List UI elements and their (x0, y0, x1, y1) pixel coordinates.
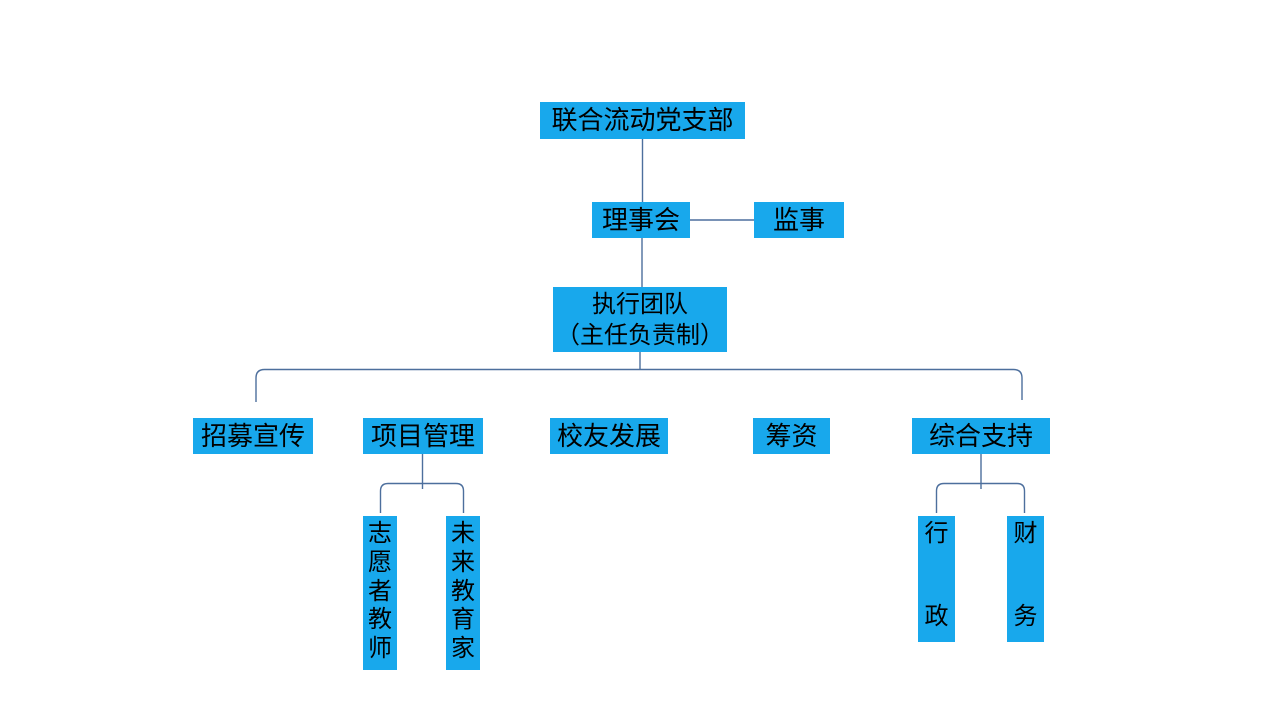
node-dept-alumni-development-label: 校友发展 (556, 420, 661, 451)
node-dept-general-support: 综合支持 (912, 418, 1050, 454)
node-board: 理事会 (592, 202, 690, 238)
node-team-volunteer-teachers: 志愿者教师 (363, 516, 397, 670)
node-supervisor-label: 监事 (772, 204, 825, 235)
node-dept-fundraising: 筹资 (753, 418, 830, 454)
node-party-branch: 联合流动党支部 (540, 102, 745, 139)
node-team-administration: 行政 (918, 516, 955, 642)
node-supervisor: 监事 (754, 202, 844, 238)
node-executive-team-label-line2: （主任负责制） (556, 321, 724, 349)
node-dept-alumni-development: 校友发展 (550, 418, 668, 454)
node-dept-recruitment-publicity-label: 招募宣传 (200, 420, 305, 451)
connector-support-rail (935, 482, 1026, 513)
node-dept-general-support-label: 综合支持 (928, 420, 1033, 451)
connector-departments-rail (255, 368, 1023, 402)
node-dept-project-management-label: 项目管理 (370, 420, 475, 451)
node-dept-project-management: 项目管理 (363, 418, 483, 454)
connector-project-rail (379, 482, 465, 513)
node-executive-team-label-line1: 执行团队 (592, 290, 688, 318)
node-team-finance: 财务 (1007, 516, 1044, 642)
node-dept-fundraising-label: 筹资 (765, 420, 818, 451)
node-dept-recruitment-publicity: 招募宣传 (193, 418, 313, 454)
node-party-branch-label: 联合流动党支部 (551, 105, 734, 136)
node-team-future-educators: 未来教育家 (446, 516, 480, 670)
node-board-label: 理事会 (601, 204, 680, 235)
node-executive-team: 执行团队 （主任负责制） (553, 287, 727, 352)
